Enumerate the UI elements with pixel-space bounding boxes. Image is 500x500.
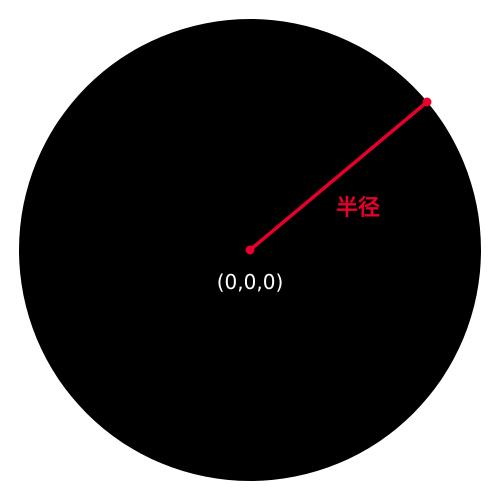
radius-line (248, 100, 429, 252)
radius-label: 半径 (336, 195, 380, 220)
center-coordinate-label: (0,0,0) (217, 270, 284, 294)
center-point (245, 245, 255, 255)
edge-point (422, 97, 432, 107)
